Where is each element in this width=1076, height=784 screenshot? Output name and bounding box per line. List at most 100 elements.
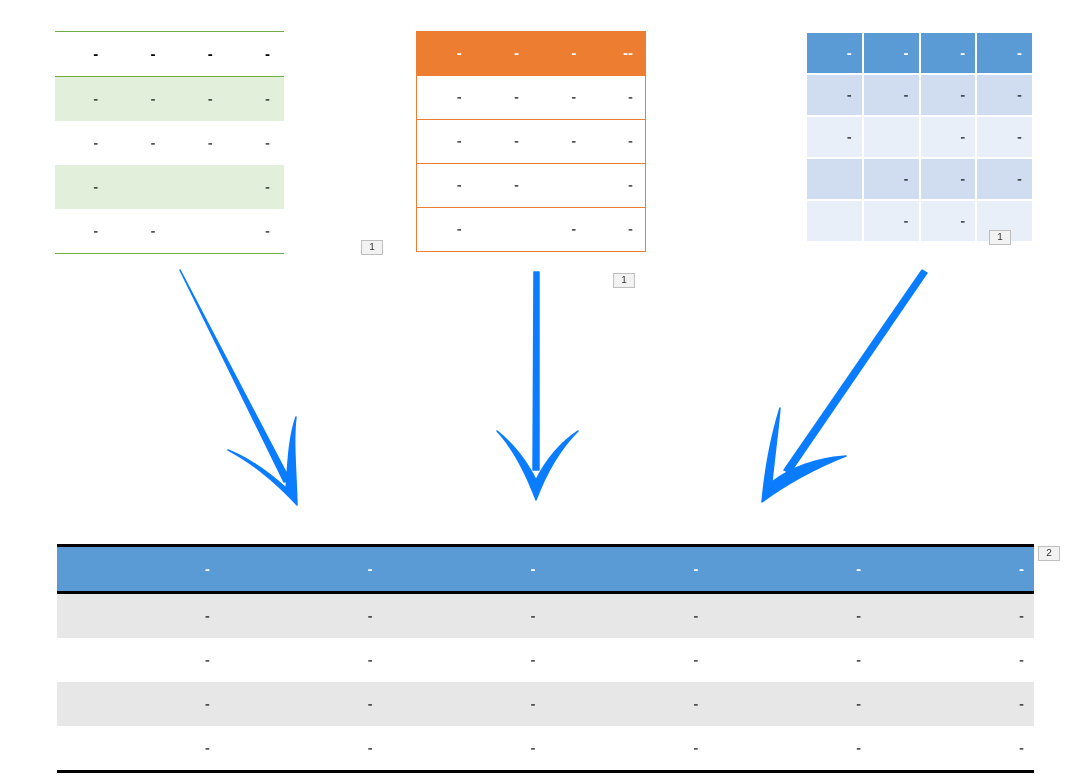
table-cell: - (57, 682, 220, 726)
table-header-row: - - - - (55, 31, 284, 77)
table-cell: - (863, 159, 919, 199)
table-cell: - (1019, 651, 1024, 669)
header-cell: - (977, 33, 1032, 73)
table-cell: - (367, 651, 373, 669)
table-cell: - (219, 592, 383, 638)
table-cell: - (382, 592, 546, 638)
table-row: - - - - - - (57, 682, 1034, 726)
table-cell: - (920, 75, 976, 115)
table-cell: - (416, 163, 474, 208)
table-cell: - (708, 682, 872, 726)
header-cell: - (416, 31, 474, 76)
table-cell: - (473, 163, 531, 208)
table-cell (169, 165, 227, 209)
table-cell: - (169, 76, 227, 121)
table-cell: - (807, 117, 862, 157)
table-row: - - - - - - (57, 638, 1034, 682)
table-cell: - (416, 119, 474, 164)
table-cell: - (57, 592, 220, 638)
table-header-row: - - - - (807, 33, 1032, 73)
source-table-3: - - - - - - - - - - - - - - - - (805, 31, 1034, 243)
header-cell: - (112, 31, 170, 77)
table-cell: - (93, 222, 99, 240)
header-cell: - (545, 545, 709, 594)
table-1-badge[interactable]: 1 (361, 240, 383, 255)
header-cell: - (807, 33, 862, 73)
table-row: - - - - - - (57, 726, 1034, 772)
table-cell: - (545, 682, 709, 726)
arrow-left-icon (179, 269, 291, 483)
header-cell: - (531, 31, 589, 76)
table-header-row: - - - -- (416, 31, 646, 76)
header-cell: - (169, 31, 227, 77)
result-table: - - - - - - - - - - - - - - - - - - - - … (57, 544, 1034, 773)
table-cell: - (219, 682, 383, 726)
source-table-2: - - - -- - - - - - - - - - - - - - - (416, 31, 646, 252)
table-cell: - (204, 739, 210, 757)
table-cell: - (871, 682, 1034, 726)
table-cell (531, 163, 589, 208)
table-cell: - (588, 163, 646, 208)
table-row: - - - (807, 117, 1032, 157)
source-table-1: - - - - - - - - - - - - - - - - - (55, 31, 284, 254)
arrow-right-icon (783, 269, 928, 474)
table-cell: - (588, 119, 646, 164)
header-cell: -- (588, 31, 646, 76)
table-cell: - (807, 75, 862, 115)
table-cell: - (416, 207, 474, 252)
table-cell: - (367, 739, 373, 757)
arrow-right-head-icon (761, 407, 847, 503)
table-cell: - (473, 119, 531, 164)
result-table-badge[interactable]: 2 (1038, 546, 1060, 561)
table-row: - - - (416, 207, 646, 252)
table-cell: - (871, 592, 1034, 638)
table-cell: - (530, 739, 536, 757)
header-cell: - (382, 545, 546, 594)
table-cell: - (531, 75, 589, 120)
table-cell: - (530, 651, 536, 669)
table-cell: - (856, 651, 862, 669)
table-cell: - (55, 165, 113, 209)
table-cell: - (856, 739, 862, 757)
table-cell: - (977, 75, 1032, 115)
table-cell: - (920, 117, 976, 157)
arrow-center-head-icon (496, 430, 579, 501)
table-cell (473, 207, 531, 252)
table-header-row: - - - - - - (57, 545, 1034, 594)
table-cell: - (977, 117, 1032, 157)
table-3-badge[interactable]: 1 (989, 230, 1011, 245)
header-cell: - (871, 545, 1034, 594)
table-cell: - (226, 76, 284, 121)
header-cell: - (226, 31, 284, 77)
table-cell: - (204, 651, 210, 669)
header-cell: - (219, 545, 383, 594)
table-cell: - (112, 76, 170, 121)
header-cell: - (55, 31, 113, 77)
table-row: - - - - (55, 121, 284, 165)
table-cell: - (226, 165, 284, 209)
table-cell (112, 165, 170, 209)
table-row: - - - - (807, 75, 1032, 115)
table-cell (807, 201, 862, 241)
table-row: - - (55, 165, 284, 209)
table-2-badge[interactable]: 1 (613, 273, 635, 288)
table-cell: - (265, 222, 270, 240)
table-cell: - (531, 119, 589, 164)
table-cell (863, 117, 919, 157)
table-cell: - (863, 75, 919, 115)
table-row: - - - - (416, 75, 646, 120)
table-row: - - - (416, 163, 646, 208)
header-cell: - (920, 33, 976, 73)
table-cell: - (382, 682, 546, 726)
arrow-left-head-icon (227, 416, 298, 506)
table-cell: - (55, 76, 113, 121)
table-cell: - (920, 201, 976, 241)
table-cell: - (863, 201, 919, 241)
table-cell: - (150, 222, 156, 240)
table-cell (807, 159, 862, 199)
table-cell: - (1019, 739, 1024, 757)
table-cell: - (588, 75, 646, 120)
table-cell: - (265, 134, 270, 152)
table-row: - - - (807, 159, 1032, 199)
